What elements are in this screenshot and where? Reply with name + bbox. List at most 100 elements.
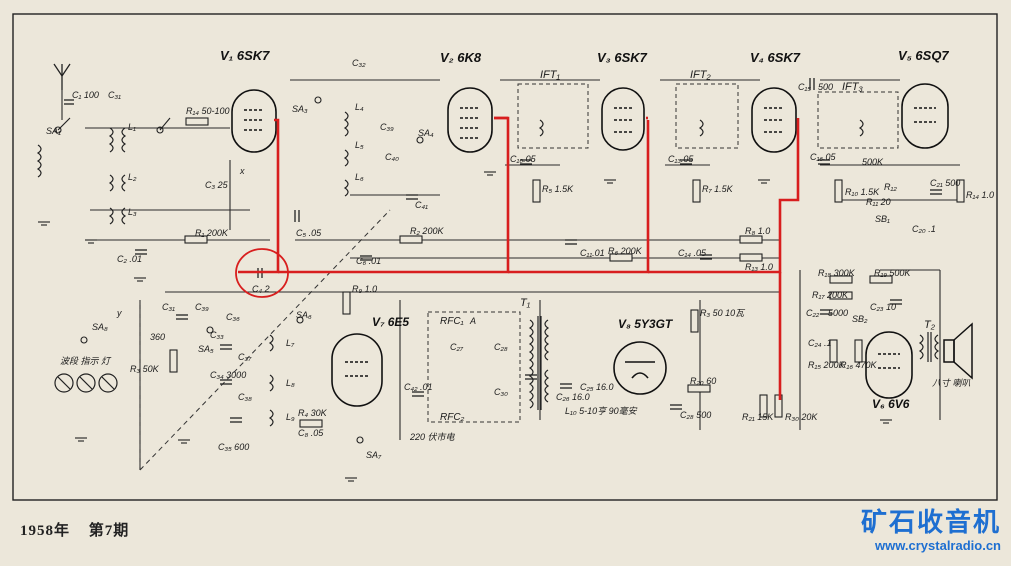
component-label: R₁₅ 200K	[808, 360, 845, 370]
component-label: L₈	[286, 378, 295, 388]
component-label: R₁₇ 200K	[812, 290, 849, 300]
tube-v8-symbol	[613, 341, 667, 395]
highlight-trace	[235, 116, 800, 400]
tube-v2-label: V₂ 6K8	[440, 50, 482, 65]
output-transformer	[918, 332, 940, 362]
component-label: C₂₈ 500	[680, 410, 711, 420]
if-transformer-boxes	[427, 83, 899, 423]
component-label: R₁₃ 1.0	[745, 262, 773, 272]
component-label: R₂ 200K	[410, 226, 444, 236]
component-label: 波段 指示 灯	[60, 356, 112, 366]
highlight-circle	[235, 248, 289, 298]
power-transformer	[528, 316, 550, 410]
component-label: C₂ .01	[117, 254, 142, 264]
coils	[36, 111, 864, 427]
component-label: R₂₁ 15K	[742, 412, 774, 422]
issue-caption: 1958年 第7期	[20, 519, 143, 540]
component-label: SA₈	[92, 322, 108, 332]
ift1-label: IFT₁	[540, 69, 560, 81]
tube-v5-symbol	[901, 83, 949, 149]
component-label: L₅	[355, 140, 364, 150]
component-label: R₁ 200K	[195, 228, 229, 238]
component-label: C₃₁	[162, 302, 175, 312]
ground-symbols	[38, 171, 892, 482]
component-label: C₈ .05	[298, 428, 324, 438]
component-label: 八寸 喇叭	[932, 378, 971, 388]
component-label: C₂₈	[494, 342, 508, 352]
tube-v6-symbol	[865, 331, 913, 399]
component-label: R₄ 30K	[298, 408, 328, 418]
c4-label: C₄ 2	[252, 284, 270, 294]
component-label: C₃₂	[352, 58, 366, 68]
tube-v3-label: V₃ 6SK7	[597, 50, 648, 65]
component-label: C₂₁ 500	[930, 178, 960, 188]
tube-v2-symbol	[447, 87, 493, 153]
component-label: R₃ 50 10瓦	[700, 308, 746, 318]
component-label: SA₆	[296, 310, 312, 320]
tube-v7-symbol	[331, 333, 383, 407]
resistors	[169, 117, 965, 428]
component-label: C₃₈	[238, 392, 252, 402]
component-label: R₃₀ 20K	[785, 412, 818, 422]
antenna-symbol	[53, 63, 71, 90]
component-label: L₇	[286, 338, 295, 348]
component-label: R₉ 1.0	[352, 284, 377, 294]
component-label: C₆ .01	[356, 256, 381, 266]
component-label: R₁₉ 500K	[874, 268, 911, 278]
t2-label: T₂	[924, 319, 936, 331]
component-label: R₃ 50K	[130, 364, 160, 374]
tube-v4-symbol	[751, 87, 797, 153]
tube-v7-label: V₇ 6E5	[372, 315, 409, 329]
component-label: L₆	[355, 172, 364, 182]
component-label: R₆ 200K	[608, 246, 643, 256]
watermark-title: 矿石收音机	[860, 508, 1001, 538]
component-label: C₁₃.05	[668, 154, 694, 164]
tube-labels: V₁ 6SK7 V₂ 6K8 V₃ 6SK7 V₄ 6SK7 V₅ 6SQ7 V…	[220, 48, 949, 411]
indicator-lamps	[54, 373, 118, 393]
component-label: R₁₆ 470K	[840, 360, 877, 370]
watermark-url: www.crystalradio.cn	[875, 538, 1001, 553]
component-label: C₂₂	[806, 308, 820, 318]
t1-label: T₁	[520, 297, 531, 309]
component-label: C₃₁	[108, 90, 121, 100]
component-label: y	[116, 308, 122, 318]
component-label: C₂₄ .1	[808, 338, 832, 348]
component-label: C₂₅ 16.0	[580, 382, 614, 392]
component-label: SA₃	[292, 104, 308, 114]
component-label: A	[469, 316, 476, 326]
component-label: C₃₉	[195, 302, 209, 312]
component-label: C₁ 100	[72, 90, 99, 100]
ift3-label: IFT₃	[842, 81, 863, 93]
component-label: L₁	[128, 122, 136, 132]
component-label: SA₁	[46, 126, 61, 136]
component-label: R₈ 1.0	[745, 226, 770, 236]
component-label: C₁₆.05	[810, 152, 836, 162]
component-label: C₁₅	[798, 82, 811, 92]
ift2-label: IFT₂	[690, 69, 711, 81]
component-label: C₄₀	[385, 152, 399, 162]
transformer-labels: IFT₁ IFT₂ IFT₃ T₁ T₂ RFC₁ RFC₂	[440, 69, 936, 423]
component-label: C₃₄ 3000	[210, 370, 246, 380]
tube-v1-symbol	[231, 89, 277, 153]
component-label: C₁₄ .05	[678, 248, 707, 258]
component-label: L₁₀ 5-10亨 90毫安	[565, 406, 638, 416]
component-label: SA₅	[198, 344, 214, 354]
component-label: x	[239, 166, 245, 176]
component-label: 360	[150, 332, 165, 342]
caption-issue: 第7期	[88, 523, 130, 539]
component-labels: C₁ 100 C₃₁ SA₁ L₁ L₂ L₃ C₂ .01 R₁ 200K R…	[46, 58, 994, 460]
component-label: C₄₁	[415, 200, 428, 210]
component-label: R₁₁ 20	[866, 197, 891, 207]
component-label: R₇ 1.5K	[702, 184, 734, 194]
rfc1-label: RFC₁	[440, 316, 464, 327]
component-label: SB₂	[852, 314, 868, 324]
component-label: C₂₀ .1	[912, 224, 936, 234]
component-label: L₄	[355, 102, 364, 112]
component-label: C₃₀	[494, 387, 508, 397]
component-label: C₂₆ 16.0	[556, 392, 590, 402]
component-label: L₉	[286, 412, 295, 422]
capacitors	[64, 78, 942, 423]
caption-year: 1958年	[20, 523, 71, 539]
component-label: L₂	[128, 172, 137, 182]
